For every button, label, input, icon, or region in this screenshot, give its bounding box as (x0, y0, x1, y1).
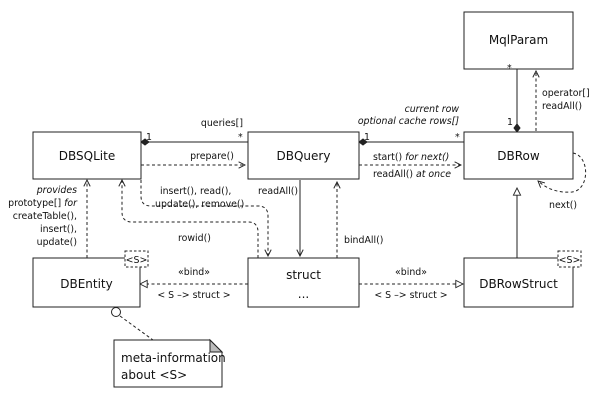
class-dbrowstruct-name: DBRowStruct (479, 277, 558, 291)
label-optional-cache: optional cache rows[] (358, 116, 460, 127)
crud-arrow (122, 180, 259, 258)
label-bindall: bindAll() (344, 235, 383, 246)
template-param-entity-label: <S> (126, 255, 148, 266)
label-rowid: rowid() (178, 233, 211, 244)
note-folded-corner (209, 338, 224, 353)
class-dbentity-name: DBEntity (60, 277, 113, 291)
label-current-row: current row (405, 104, 460, 115)
label-bind-left-sub: < S –> struct > (157, 290, 230, 301)
label-mult-query-1: 1 (364, 132, 370, 143)
class-dbsqlite[interactable]: DBSQLite (32, 131, 142, 180)
class-dbrow[interactable]: DBRow (463, 131, 574, 180)
class-dbentity[interactable]: DBEntity <S> (32, 250, 149, 308)
class-dbrow-name: DBRow (497, 149, 540, 163)
label-update: update() (37, 237, 77, 248)
label-prototype-for: prototype[] for (8, 198, 78, 209)
label-operator: operator[] (542, 88, 590, 99)
class-dbsqlite-name: DBSQLite (59, 149, 115, 163)
label-prepare: prepare() (190, 151, 234, 162)
class-dbquery-name: DBQuery (277, 149, 331, 163)
class-struct-ellipsis: ... (298, 287, 309, 301)
label-update-remove: update(), remove() (155, 199, 244, 210)
label-readall-right: readAll() (542, 101, 582, 112)
label-insert-read: insert(), read(), (160, 186, 231, 197)
label-readall-mid: readAll() (258, 186, 298, 197)
class-mqlparam[interactable]: MqlParam (463, 11, 574, 70)
label-insert: insert(), (40, 224, 77, 235)
class-struct[interactable]: struct ... (247, 257, 360, 308)
label-queries: queries[] (201, 118, 243, 129)
note-meta-information[interactable]: meta-information about <S> (113, 338, 226, 388)
template-param-rowstruct (557, 250, 582, 268)
note-line-1: meta-information (121, 351, 226, 365)
label-mult-row-1: 1 (507, 117, 513, 128)
label-bind-right-sub: < S –> struct > (374, 290, 447, 301)
template-param-rowstruct-label: <S> (559, 255, 581, 266)
rowid-arrow (140, 180, 268, 256)
template-param-entity (124, 250, 149, 268)
label-mult-query-star: * (238, 132, 243, 143)
composition-diamond-sqlite (140, 138, 150, 146)
class-mqlparam-name: MqlParam (489, 33, 548, 47)
class-dbrowstruct[interactable]: DBRowStruct <S> (463, 250, 582, 308)
label-mult-sqlite-1: 1 (146, 132, 152, 143)
label-readall-at-once: readAll() at once (373, 169, 451, 180)
next-self-loop (538, 152, 587, 193)
composition-diamond-row (513, 123, 521, 133)
note-connector (119, 315, 154, 341)
note-line-2: about <S> (121, 368, 187, 382)
note-anchor (111, 307, 121, 317)
label-start-for-next: start() for next() (373, 152, 449, 163)
label-mult-mql-star: * (507, 63, 512, 74)
label-bind-right: «bind» (395, 267, 427, 278)
label-next: next() (549, 200, 577, 211)
class-struct-name: struct (286, 268, 321, 282)
label-provides: provides (36, 185, 77, 196)
label-createtable: createTable(), (13, 211, 77, 222)
composition-diamond-query (358, 138, 368, 146)
class-dbquery[interactable]: DBQuery (247, 131, 360, 180)
label-mult-row-star: * (455, 132, 460, 143)
label-bind-left: «bind» (178, 267, 210, 278)
